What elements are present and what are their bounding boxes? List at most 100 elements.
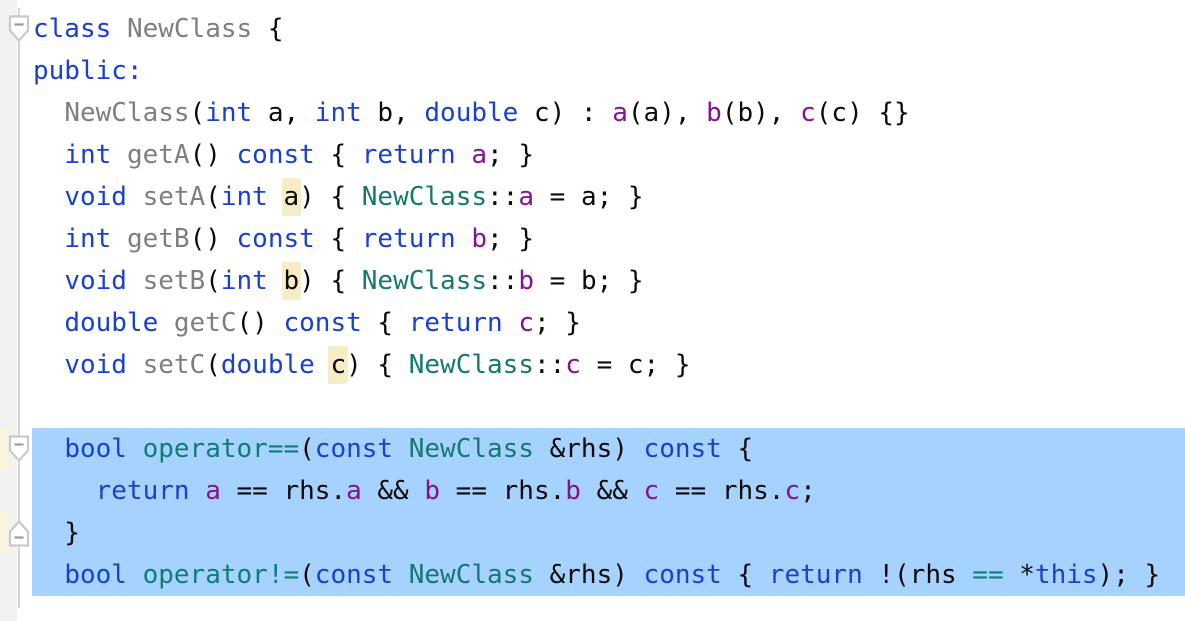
code-token: double [424,98,519,128]
code-token [33,182,64,212]
code-token [33,224,64,254]
code-token: c [643,476,660,506]
code-token: ( [205,182,221,212]
code-token: () [189,140,237,170]
code-token [127,182,143,212]
code-token: const [314,560,394,590]
code-line[interactable] [32,386,1185,428]
highlighted-identifier: b [281,262,302,300]
code-token: { [314,224,362,254]
code-token: ( [205,350,221,380]
code-token: return [768,560,863,590]
code-token: ) { [299,266,362,296]
code-line[interactable]: void setA(int a) { NewClass::a = a; } [32,176,1185,218]
code-token: ( [189,98,206,128]
code-token: const [236,140,315,170]
code-token [111,14,127,44]
code-token: ; [800,476,816,506]
code-token: c [800,98,816,128]
code-token [190,476,206,506]
code-token: const [643,434,722,464]
code-token: (a), [627,98,707,128]
code-token: this [1034,560,1098,590]
code-token: { [252,14,284,44]
code-token [33,350,64,380]
code-token: == rhs. [220,476,347,506]
code-token: return [361,140,456,170]
fold-region-line [18,8,20,608]
code-token: int [220,182,268,212]
code-line[interactable]: int getB() const { return b; } [32,218,1185,260]
code-token: NewClass [126,14,253,44]
code-token: public: [33,56,143,86]
code-token: operator== [142,434,300,464]
code-token: getA [126,140,190,170]
code-token [127,266,143,296]
code-token: NewClass [361,266,488,296]
code-line[interactable]: double getC() const { return c; } [32,302,1185,344]
code-token: int [314,98,362,128]
code-line[interactable]: public: [32,50,1185,92]
code-line[interactable]: void setC(double c) { NewClass::c = c; } [32,344,1185,386]
code-token [456,140,472,170]
code-token: c [518,308,534,338]
code-area[interactable]: class NewClass { public: NewClass(int a, … [23,8,1185,596]
editor-gutter [0,0,30,621]
code-line[interactable]: class NewClass { [32,8,1185,50]
code-token: setC [142,350,206,380]
fold-collapse-end-icon[interactable] [6,518,32,548]
code-token: { [721,434,754,464]
code-line[interactable]: int getA() const { return a; } [32,134,1185,176]
code-token: c) : [518,98,613,128]
code-token [127,560,143,590]
code-line[interactable]: NewClass(int a, int b, double c) : a(a),… [32,92,1185,134]
code-token: int [220,266,268,296]
code-token [127,350,143,380]
code-token [33,476,96,506]
code-token: b [471,224,488,254]
code-token: :: [533,350,566,380]
code-token: == rhs. [659,476,785,506]
code-line[interactable]: void setB(int b) { NewClass::b = b; } [32,260,1185,302]
gutter-highlight-mark [0,512,9,554]
code-token [33,308,64,338]
code-token [503,308,519,338]
code-token: void [64,266,127,296]
code-token: = a; } [533,182,644,212]
code-token: int [205,98,253,128]
code-token: const [314,434,394,464]
code-token: int [64,224,112,254]
code-line[interactable]: bool operator==(const NewClass &rhs) con… [32,428,1185,470]
code-token: b, [361,98,425,128]
code-token: NewClass [408,560,534,590]
code-token: () [189,224,237,254]
code-token: * [1003,560,1035,590]
code-line[interactable]: } [32,512,1185,554]
code-token: b [565,476,581,506]
code-line[interactable]: bool operator!=(const NewClass &rhs) con… [32,554,1185,596]
code-token: getC [173,308,237,338]
code-token: bool [64,434,127,464]
code-token: void [64,350,127,380]
code-token: double [64,308,159,338]
code-token: ) { [299,182,362,212]
code-token: () [236,308,284,338]
code-token: setA [142,182,206,212]
code-token [33,560,64,590]
fold-collapse-icon[interactable] [6,434,32,464]
code-token: ( [299,560,315,590]
code-token: &rhs) [533,434,644,464]
code-token: return [95,476,190,506]
fold-collapse-icon[interactable] [6,14,32,44]
code-token: class [33,14,112,44]
code-token: NewClass [408,350,534,380]
code-token: return [361,224,456,254]
code-token: return [408,308,503,338]
code-token: { [314,140,362,170]
code-line[interactable]: return a == rhs.a && b == rhs.b && c == … [32,470,1185,512]
code-token [456,224,472,254]
code-token: a, [252,98,315,128]
code-token: c [784,476,801,506]
code-token: ( [299,434,315,464]
code-token: && [361,476,425,506]
